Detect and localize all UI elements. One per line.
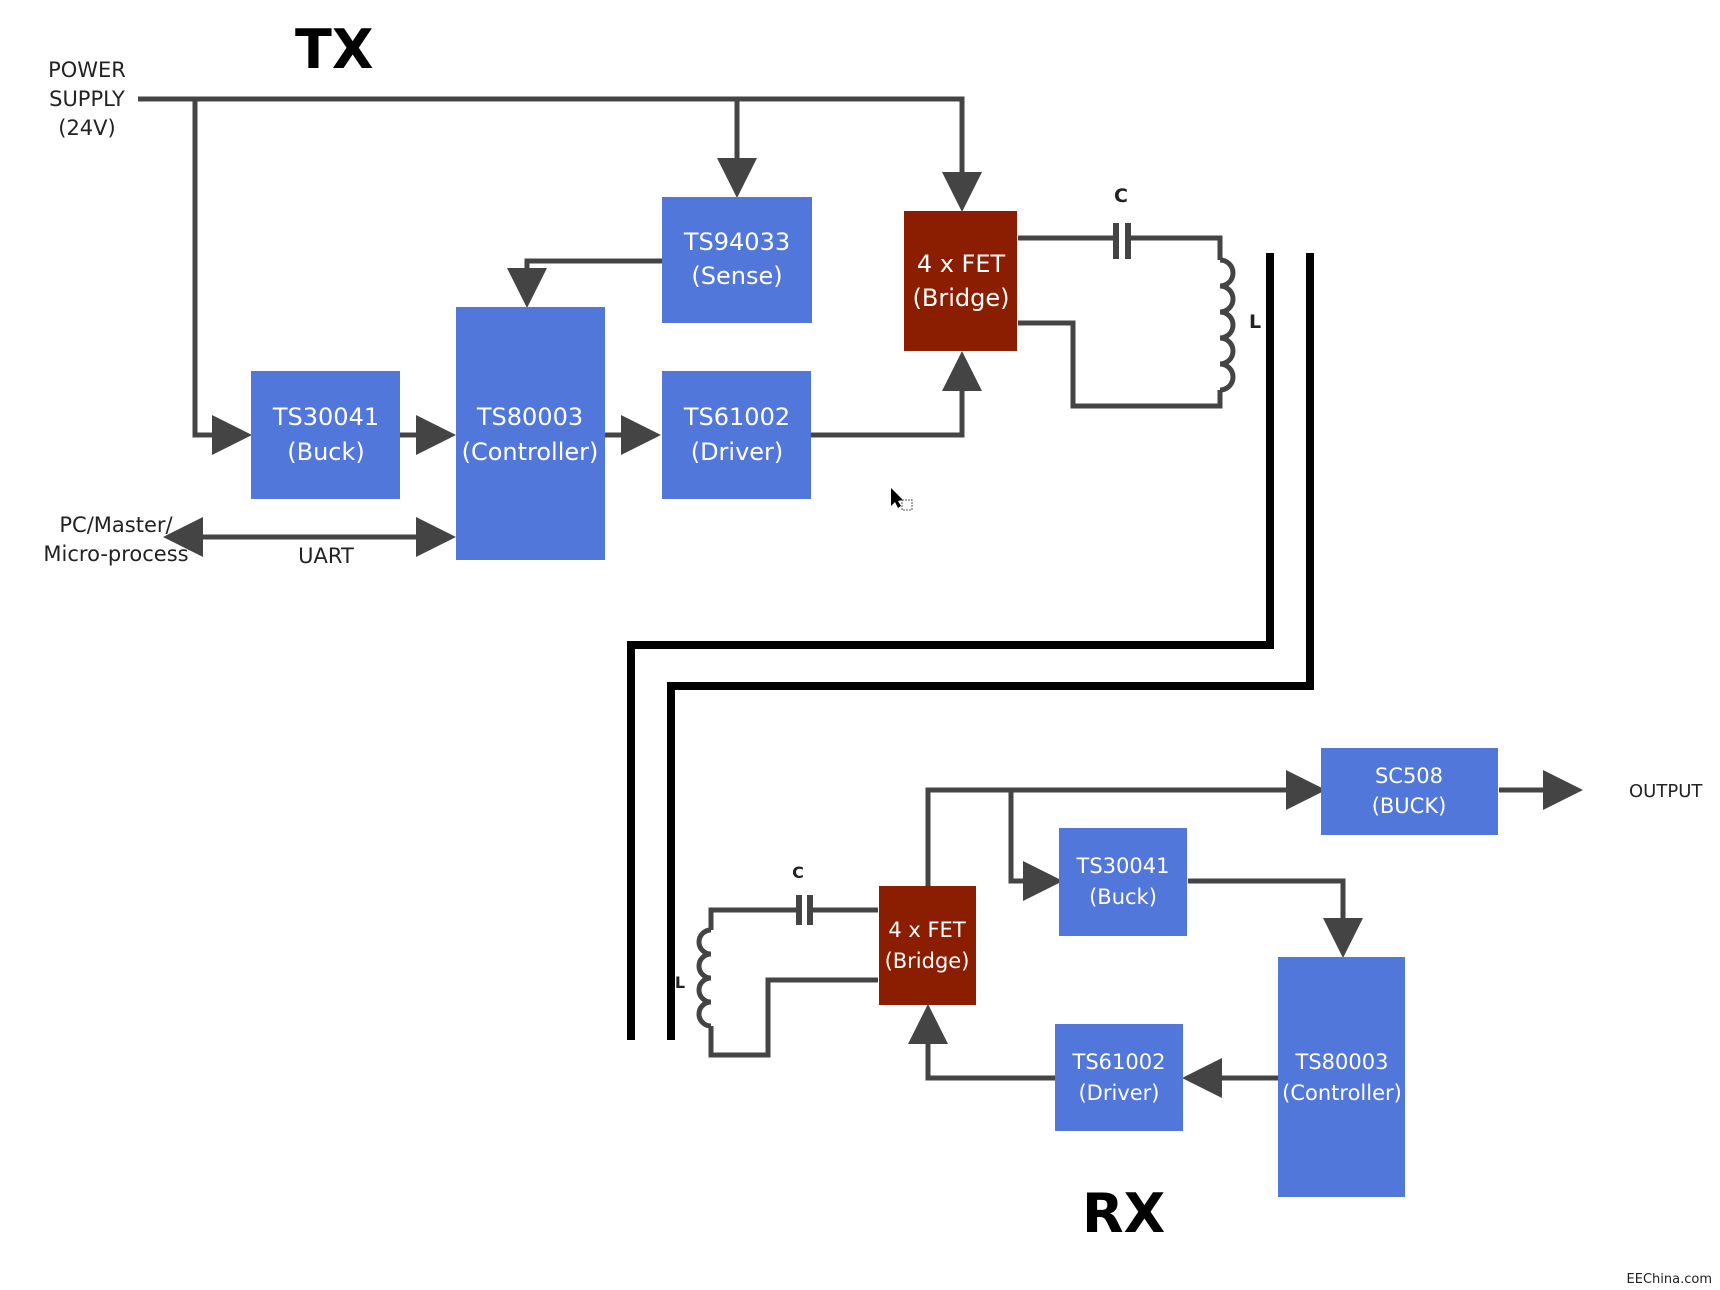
svg-text:(Bridge): (Bridge) [913, 284, 1010, 312]
svg-text:(Bridge): (Bridge) [885, 949, 970, 973]
svg-text:Micro-process: Micro-process [43, 542, 188, 566]
svg-text:SC508: SC508 [1375, 764, 1443, 788]
rx-bridge-block: 4 x FET (Bridge) [879, 886, 976, 1005]
svg-text:4 x FET: 4 x FET [888, 918, 965, 942]
coupling-lines [627, 253, 1314, 1040]
svg-text:(BUCK): (BUCK) [1372, 794, 1447, 818]
rx-wires [696, 770, 1583, 1098]
svg-text:(Controller): (Controller) [1282, 1081, 1402, 1105]
tx-wires [138, 96, 1236, 557]
svg-text:TS30041: TS30041 [1076, 854, 1170, 878]
svg-text:(Buck): (Buck) [1089, 885, 1157, 909]
svg-text:TS61002: TS61002 [683, 403, 790, 431]
tx-buck-block: TS30041 (Buck) [251, 371, 400, 499]
svg-text:TS94033: TS94033 [683, 228, 790, 256]
uart-label: UART [298, 544, 354, 568]
svg-text:(Buck): (Buck) [287, 438, 365, 466]
svg-text:(Sense): (Sense) [691, 262, 782, 290]
tx-sense-block: TS94033 (Sense) [662, 197, 812, 323]
svg-text:(24V): (24V) [58, 116, 115, 140]
tx-controller-block: TS80003 (Controller) [456, 307, 605, 560]
svg-text:TS80003: TS80003 [476, 403, 583, 431]
tx-title: TX [295, 18, 373, 81]
svg-text:TS80003: TS80003 [1295, 1050, 1389, 1074]
svg-text:(Driver): (Driver) [691, 438, 784, 466]
svg-text:4 x FET: 4 x FET [917, 250, 1006, 278]
cursor-icon [891, 488, 913, 511]
rx-inductor-label: L [675, 973, 685, 992]
power-supply-label: POWER SUPPLY (24V) [48, 58, 126, 140]
svg-text:(Controller): (Controller) [462, 438, 599, 466]
rx-controller-block: TS80003 (Controller) [1278, 957, 1405, 1197]
svg-text:POWER: POWER [48, 58, 126, 82]
output-label: OUTPUT [1629, 781, 1703, 802]
rx-buck-block: TS30041 (Buck) [1059, 828, 1187, 936]
svg-text:(Driver): (Driver) [1078, 1081, 1159, 1105]
rx-sc508-block: SC508 (BUCK) [1321, 748, 1498, 835]
svg-text:TS61002: TS61002 [1072, 1050, 1166, 1074]
svg-text:SUPPLY: SUPPLY [49, 87, 125, 111]
rx-driver-block: TS61002 (Driver) [1055, 1024, 1183, 1131]
rx-title: RX [1082, 1182, 1165, 1245]
svg-text:TS30041: TS30041 [272, 403, 379, 431]
host-label: PC/Master/ Micro-process [43, 513, 188, 566]
watermark: EEChina.com [1627, 1272, 1712, 1287]
tx-driver-block: TS61002 (Driver) [662, 371, 811, 499]
tx-bridge-block: 4 x FET (Bridge) [904, 211, 1017, 351]
svg-text:PC/Master/: PC/Master/ [59, 513, 173, 537]
tx-capacitor-label: C [1114, 185, 1128, 207]
rx-capacitor-label: C [792, 863, 804, 882]
tx-inductor-label: L [1249, 311, 1261, 333]
